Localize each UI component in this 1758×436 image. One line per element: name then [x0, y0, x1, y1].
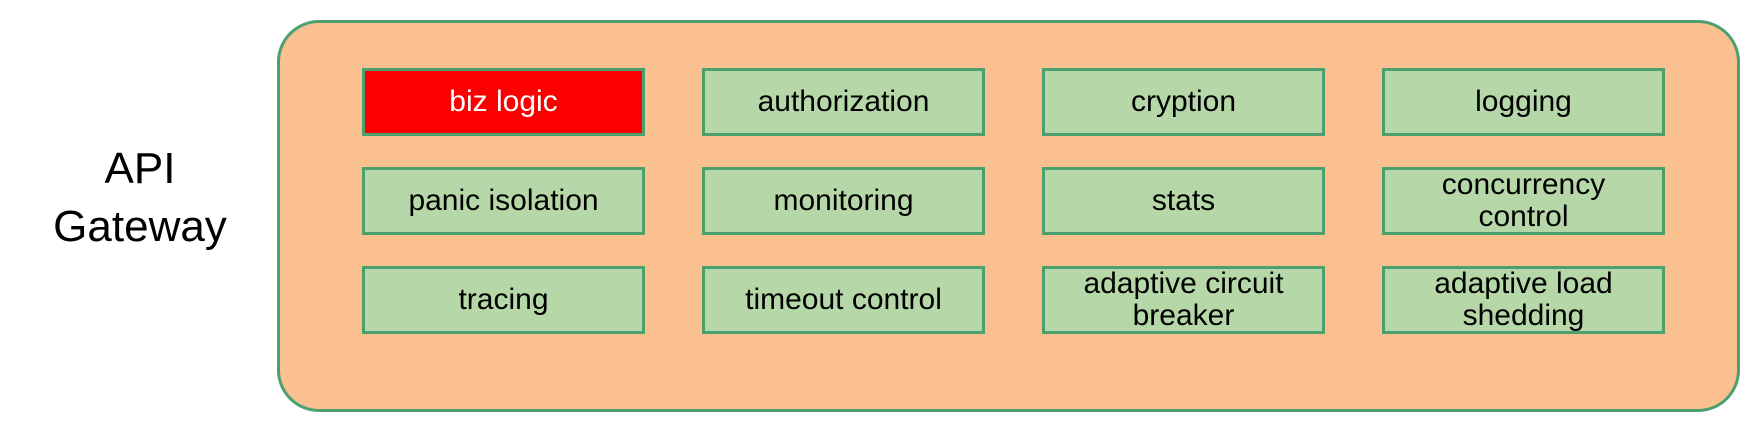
capability-box[interactable]: logging — [1382, 68, 1665, 136]
capability-grid: biz logic authorization cryption logging pan… — [362, 68, 1665, 334]
api-gateway-container: biz logic authorization cryption logging pan… — [277, 20, 1740, 412]
capability-box[interactable]: biz logic — [362, 68, 645, 136]
capability-box[interactable]: adaptive circuit breaker — [1042, 266, 1325, 334]
capability-box[interactable]: monitoring — [702, 167, 985, 235]
capability-box[interactable]: cryption — [1042, 68, 1325, 136]
capability-box[interactable]: adaptive load shedding — [1382, 266, 1665, 334]
capability-box[interactable]: authorization — [702, 68, 985, 136]
capability-box[interactable]: concurrency control — [1382, 167, 1665, 235]
capability-box[interactable]: panic isolation — [362, 167, 645, 235]
api-gateway-label: API Gateway — [53, 144, 227, 251]
capability-box[interactable]: tracing — [362, 266, 645, 334]
capability-box[interactable]: stats — [1042, 167, 1325, 235]
capability-box[interactable]: timeout control — [702, 266, 985, 334]
